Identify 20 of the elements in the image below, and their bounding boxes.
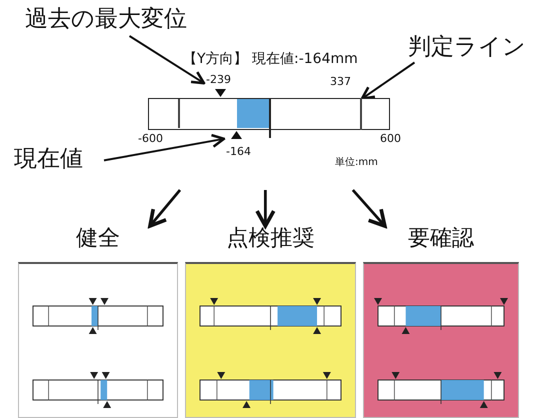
leader-line	[104, 134, 226, 162]
callout-text: 現在値	[14, 146, 104, 178]
panel-heading: 点検推奨	[226, 226, 316, 252]
arrow	[255, 190, 276, 228]
callout-text: 過去の最大変位	[25, 6, 215, 36]
judgment-line	[360, 98, 362, 130]
arrow	[352, 189, 387, 228]
leader-line	[128, 35, 206, 84]
panel-heading: 健全	[75, 226, 121, 252]
value-label: -164	[226, 146, 251, 157]
panel-heading: 要確認	[407, 226, 475, 252]
leader-line	[360, 62, 416, 100]
callout-text: 判定ライン	[408, 34, 538, 64]
arrow	[148, 189, 182, 228]
value-label: 600	[380, 133, 401, 144]
value-label: 337	[330, 76, 351, 87]
value-label: -600	[138, 133, 163, 144]
unit-label: 単位:mm	[335, 158, 378, 168]
value-label: -239	[206, 74, 231, 85]
gauge-title: 【Y方向】 現在値:-164mm	[183, 52, 358, 66]
